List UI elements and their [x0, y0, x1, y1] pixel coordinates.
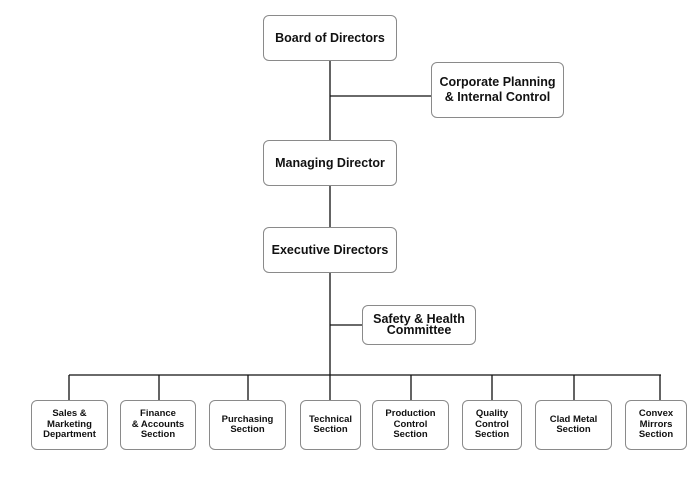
corporate-planning-label: Corporate Planning & Internal Control — [439, 75, 556, 104]
section-label-clad-metal: Clad Metal Section — [549, 413, 598, 435]
section-label-sales-marketing: Sales & Marketing Department — [43, 408, 96, 441]
section-box-sales-marketing: Sales & Marketing Department — [31, 400, 108, 450]
executive-directors-box: Executive Directors — [263, 227, 397, 273]
section-label-convex-mirrors: Convex Mirrors Section — [638, 408, 674, 441]
section-label-purchasing: Purchasing Section — [221, 413, 274, 435]
section-box-purchasing: Purchasing Section — [209, 400, 286, 450]
section-box-clad-metal: Clad Metal Section — [535, 400, 612, 450]
board-of-directors-label: Board of Directors — [275, 30, 385, 45]
safety-health-committee-label: Safety & Health Committee — [373, 312, 465, 337]
safety-health-committee-box: Safety & Health Committee — [362, 305, 476, 345]
section-box-finance-accounts: Finance & Accounts Section — [120, 400, 196, 450]
executive-directors-label: Executive Directors — [271, 242, 389, 257]
managing-director-label: Managing Director — [275, 155, 385, 170]
section-box-quality-control: Quality Control Section — [462, 400, 522, 450]
board-of-directors-box: Board of Directors — [263, 15, 397, 61]
managing-director-box: Managing Director — [263, 140, 397, 186]
section-label-technical: Technical Section — [308, 413, 353, 435]
section-label-finance-accounts: Finance & Accounts Section — [131, 408, 185, 441]
corporate-planning-box: Corporate Planning & Internal Control — [431, 62, 564, 118]
section-label-quality-control: Quality Control Section — [474, 408, 510, 441]
section-box-production-control: Production Control Section — [372, 400, 449, 450]
section-box-technical: Technical Section — [300, 400, 361, 450]
section-box-convex-mirrors: Convex Mirrors Section — [625, 400, 687, 450]
section-label-production-control: Production Control Section — [385, 408, 436, 441]
